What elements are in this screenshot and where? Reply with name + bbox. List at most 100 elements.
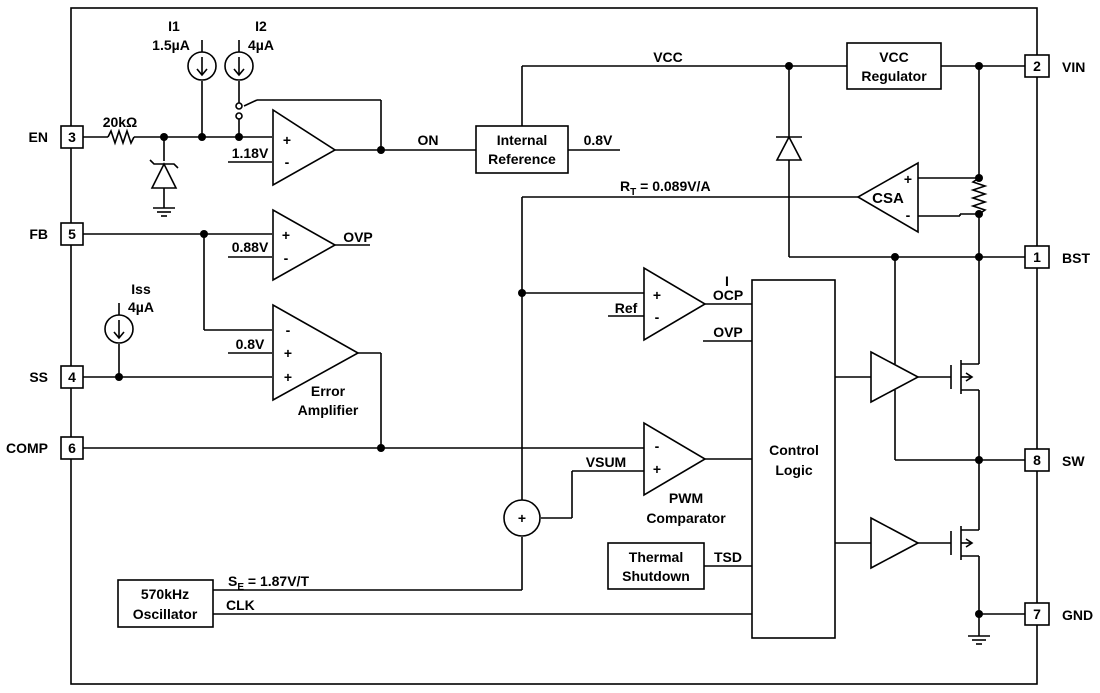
ovp-comparator: + - 0.88V OVP [232,208,373,282]
svg-text:+: + [653,287,661,303]
svg-text:VIN: VIN [1062,59,1085,75]
svg-text:FB: FB [29,226,48,242]
svg-text:20kΩ: 20kΩ [103,114,138,130]
svg-text:ON: ON [418,132,439,148]
pin-en: 3 EN [29,125,84,149]
svg-text:-: - [655,438,660,454]
ground-icon [968,635,990,645]
svg-text:SS: SS [29,369,48,385]
svg-text:3: 3 [68,129,76,145]
current-source-iss: Iss 4µA [104,281,154,344]
svg-text:OCP: OCP [713,287,743,303]
svg-text:5: 5 [68,226,76,242]
svg-text:+: + [283,132,291,148]
rt-label: RT = 0.089V/A [620,178,711,198]
svg-text:6: 6 [68,440,76,456]
svg-text:2: 2 [1033,58,1041,74]
svg-text:4µA: 4µA [248,37,274,53]
svg-text:I: I [725,273,729,289]
svg-text:OVP: OVP [343,229,373,245]
svg-text:Reference: Reference [488,151,556,167]
svg-text:Regulator: Regulator [861,68,927,84]
svg-text:SW: SW [1062,453,1085,469]
svg-text:-: - [286,322,291,338]
resistor-20k: 20kΩ [103,114,138,146]
svg-text:BST: BST [1062,250,1090,266]
svg-text:1.5µA: 1.5µA [152,37,190,53]
wires [83,65,1025,636]
svg-text:Comparator: Comparator [646,510,726,526]
csa-amplifier: CSA + - [856,161,919,234]
svg-text:+: + [284,369,292,385]
internal-reference-block: Internal Reference 0.8V [475,125,613,174]
low-side-mosfet-icon [950,526,979,560]
svg-text:I2: I2 [255,18,267,34]
en-comparator: + - 1.18V ON [232,108,439,187]
pin-bst: 1 BST [1024,245,1090,269]
pin-sw: 8 SW [1024,448,1085,472]
svg-text:Iss: Iss [131,281,151,297]
ic-boundary [70,7,1038,685]
svg-text:-: - [284,250,289,266]
svg-text:4µA: 4µA [128,299,154,315]
vcc-net-label: VCC [653,49,683,65]
svg-text:4: 4 [68,369,76,385]
se-label: SE = 1.87V/T [228,573,309,593]
error-amplifier: - + + 0.8V Error Amplifier [236,303,360,418]
svg-text:Ref: Ref [615,300,638,316]
svg-text:1: 1 [1033,249,1041,265]
svg-text:+: + [284,345,292,361]
svg-text:-: - [285,154,290,170]
ovp-input-label: OVP [713,324,743,340]
hysteresis-switch-icon [235,102,243,120]
svg-text:Logic: Logic [775,462,813,478]
pwm-comparator: - + VSUM PWM Comparator [586,421,726,526]
svg-text:7: 7 [1033,606,1041,622]
sense-resistor-icon [970,177,988,215]
svg-text:I1: I1 [168,18,180,34]
svg-text:Control: Control [769,442,819,458]
pin-ss: 4 SS [29,365,84,389]
high-side-mosfet-icon [950,360,979,394]
svg-text:CSA: CSA [872,190,904,207]
pin-comp: 6 COMP [6,436,84,460]
svg-text:0.8V: 0.8V [584,132,613,148]
bootstrap-diode-icon [775,135,803,161]
svg-text:+: + [518,510,526,526]
svg-text:Oscillator: Oscillator [133,606,198,622]
svg-text:Internal: Internal [497,132,548,148]
svg-text:8: 8 [1033,452,1041,468]
svg-text:Amplifier: Amplifier [298,402,359,418]
oscillator-block: 570kHz Oscillator [117,579,214,628]
thermal-shutdown-block: Thermal Shutdown TSD [607,542,742,590]
svg-text:Shutdown: Shutdown [622,568,690,584]
pin-fb: 5 FB [29,222,84,246]
svg-text:-: - [906,207,911,223]
svg-text:VSUM: VSUM [586,454,626,470]
svg-text:Error: Error [311,383,346,399]
svg-text:PWM: PWM [669,490,703,506]
svg-text:+: + [653,461,661,477]
svg-text:VCC: VCC [879,49,909,65]
ground-icon [153,207,175,217]
svg-text:-: - [655,309,660,325]
svg-text:570kHz: 570kHz [141,586,189,602]
svg-text:TSD: TSD [714,549,742,565]
svg-text:EN: EN [29,129,48,145]
svg-text:0.8V: 0.8V [236,336,265,352]
svg-text:1.18V: 1.18V [232,145,269,161]
clk-label: CLK [226,597,255,613]
svg-text:+: + [282,227,290,243]
svg-text:COMP: COMP [6,440,48,456]
ocp-comparator: + - Ref OCP I [615,266,743,342]
high-side-driver-icon [870,350,920,404]
low-side-driver-icon [870,516,920,570]
control-logic-block: Control Logic [751,279,836,639]
pin-vin: 2 VIN [1024,54,1085,78]
svg-text:GND: GND [1062,607,1093,623]
svg-text:+: + [904,171,912,187]
summing-node: + [503,499,541,537]
pin-gnd: 7 GND [1024,602,1093,626]
vcc-regulator-block: VCC Regulator [846,42,942,90]
